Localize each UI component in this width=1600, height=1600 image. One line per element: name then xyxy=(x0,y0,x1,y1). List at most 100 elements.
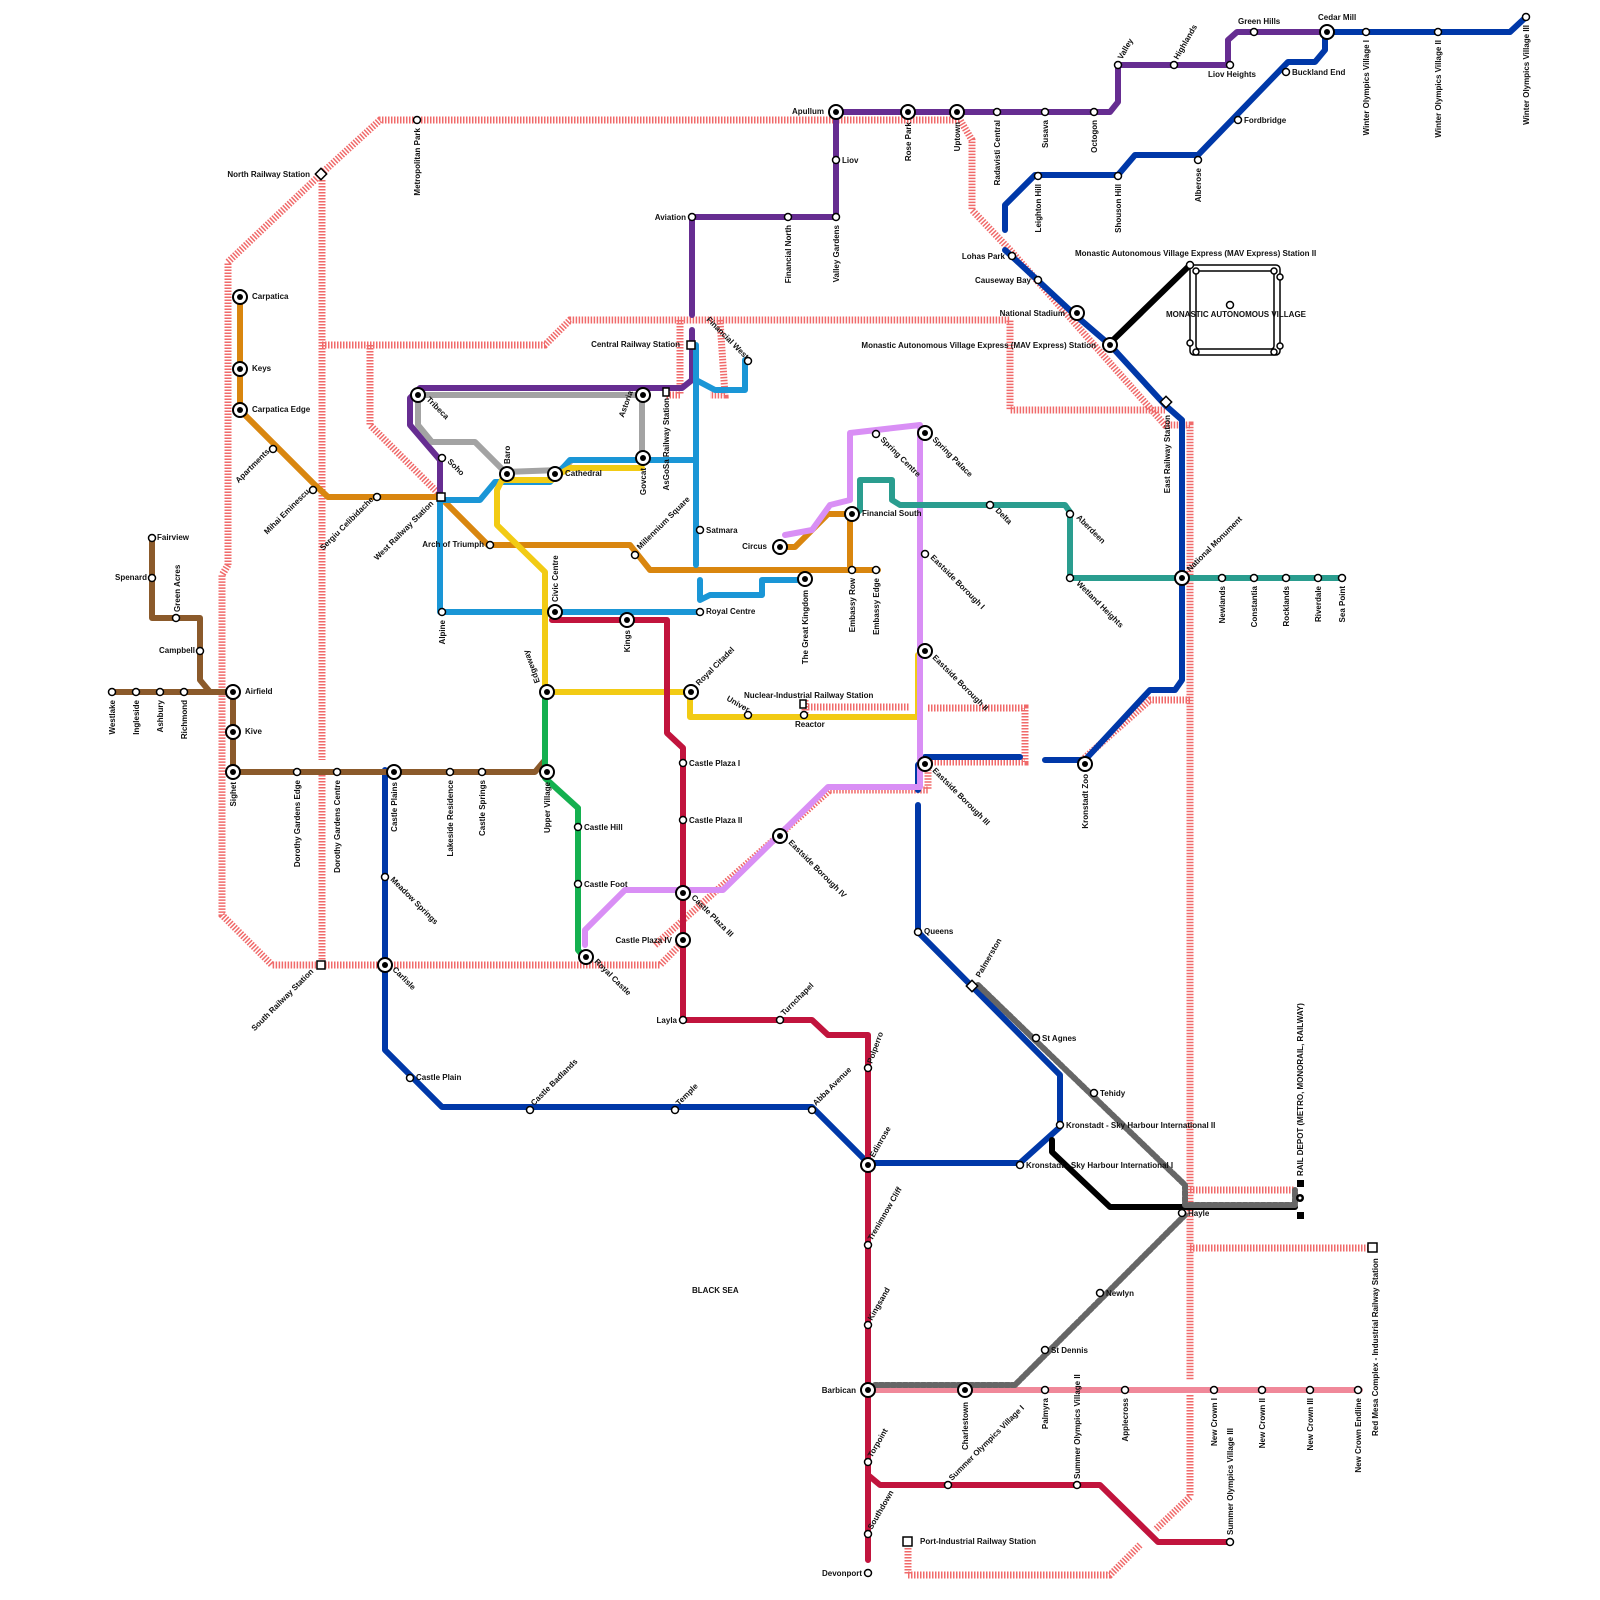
station-castle-foot[interactable] xyxy=(573,879,583,889)
station-millennium-square[interactable] xyxy=(630,550,640,560)
station-buckland-end[interactable] xyxy=(1281,67,1291,77)
station-ingleside[interactable] xyxy=(131,687,141,697)
station-fairview[interactable] xyxy=(147,533,157,543)
station-hayle[interactable] xyxy=(1177,1208,1187,1218)
station-sea-point[interactable] xyxy=(1337,573,1347,583)
station-liov[interactable] xyxy=(831,155,841,165)
station-leighton-hill[interactable] xyxy=(1033,171,1043,181)
station-tehidy[interactable] xyxy=(1089,1088,1099,1098)
station-reactor[interactable] xyxy=(799,710,809,720)
station-green-hills[interactable] xyxy=(1249,27,1259,37)
station-octogon[interactable] xyxy=(1089,107,1099,117)
station-polperro[interactable] xyxy=(863,1063,873,1073)
station-north-railway[interactable] xyxy=(314,167,328,181)
station-satmara[interactable] xyxy=(695,525,705,535)
station-univer[interactable] xyxy=(743,710,753,720)
station-st-agnes[interactable] xyxy=(1031,1033,1041,1043)
station-summer-olympics-village-i[interactable] xyxy=(943,1480,953,1490)
station-soho[interactable] xyxy=(437,453,447,463)
station-financial-west[interactable] xyxy=(743,356,753,366)
station-palmerston[interactable] xyxy=(965,979,979,993)
station-castle-plain[interactable] xyxy=(405,1073,415,1083)
station-wetland-heights[interactable] xyxy=(1065,573,1075,583)
station-layla[interactable] xyxy=(678,1015,688,1025)
station-ashbury[interactable] xyxy=(155,687,165,697)
station-radavisti-central[interactable] xyxy=(992,107,1002,117)
station-central-railway[interactable] xyxy=(686,340,696,350)
station-apartments[interactable] xyxy=(268,444,278,454)
station-nuclear-industrial-railway[interactable] xyxy=(799,699,807,709)
station-valley-gardens[interactable] xyxy=(831,212,841,222)
station-castle-plaza-ii[interactable] xyxy=(678,815,688,825)
station-alpine[interactable] xyxy=(437,607,447,617)
station-spenard[interactable] xyxy=(147,573,157,583)
station-new-crown-endline[interactable] xyxy=(1353,1385,1363,1395)
station-green-acres[interactable] xyxy=(171,613,181,623)
station-embassy-edge[interactable] xyxy=(871,565,881,575)
station-south-railway[interactable] xyxy=(316,960,326,970)
station-financial-north[interactable] xyxy=(783,212,793,222)
station-kingsand[interactable] xyxy=(863,1320,873,1330)
station-highlands[interactable] xyxy=(1169,60,1179,70)
station-kronstadt-sky-harbour-i[interactable] xyxy=(1015,1160,1025,1170)
station-winter-olympics-village-i[interactable] xyxy=(1361,27,1371,37)
station-mav-station-ii[interactable] xyxy=(1185,260,1195,270)
station-causeway-bay[interactable] xyxy=(1033,275,1043,285)
station-st-dennis[interactable] xyxy=(1040,1345,1050,1355)
station-embassy-row[interactable] xyxy=(847,565,857,575)
station-sergiu-celibidache[interactable] xyxy=(372,492,382,502)
station-torpoint[interactable] xyxy=(863,1457,873,1467)
station-lohas-park[interactable] xyxy=(1007,251,1017,261)
station-winter-olympics-village-iii[interactable] xyxy=(1521,12,1531,22)
station-summer-olympics-village-ii[interactable] xyxy=(1072,1480,1082,1490)
station-temple[interactable] xyxy=(670,1105,680,1115)
station-dorothy-gardens-centre[interactable] xyxy=(332,767,342,777)
station-valley[interactable] xyxy=(1113,60,1123,70)
station-new-crown-i[interactable] xyxy=(1209,1385,1219,1395)
station-riverdale[interactable] xyxy=(1313,573,1323,583)
station-abba-avenue[interactable] xyxy=(807,1105,817,1115)
station-fordbridge[interactable] xyxy=(1233,115,1243,125)
station-applecross[interactable] xyxy=(1120,1385,1130,1395)
station-new-crown-iii[interactable] xyxy=(1305,1385,1315,1395)
station-aberdeen[interactable] xyxy=(1065,509,1075,519)
station-alberose[interactable] xyxy=(1193,155,1203,165)
station-constantia[interactable] xyxy=(1249,573,1259,583)
station-castle-hill[interactable] xyxy=(573,822,583,832)
station-castle-springs[interactable] xyxy=(477,767,487,777)
station-port-industrial-railway[interactable] xyxy=(902,1536,913,1547)
station-west-railway[interactable] xyxy=(436,492,446,502)
station-campbell[interactable] xyxy=(195,646,205,656)
station-westlake[interactable] xyxy=(107,687,117,697)
station-rocklands[interactable] xyxy=(1281,573,1291,583)
station-meadow-springs[interactable] xyxy=(380,872,390,882)
station-castle-plaza-i[interactable] xyxy=(678,758,688,768)
station-shouson-hill[interactable] xyxy=(1113,171,1123,181)
station-castle-badlands[interactable] xyxy=(525,1105,535,1115)
station-susava[interactable] xyxy=(1040,107,1050,117)
station-trenimnow-cliff[interactable] xyxy=(863,1240,873,1250)
station-red-mesa-complex[interactable] xyxy=(1367,1242,1378,1253)
station-summer-olympics-village-iii[interactable] xyxy=(1225,1537,1235,1547)
station-lakeside-residence[interactable] xyxy=(445,767,455,777)
station-delta[interactable] xyxy=(985,500,995,510)
station-dorothy-gardens-edge[interactable] xyxy=(292,767,302,777)
station-aviation[interactable] xyxy=(687,212,697,222)
station-palmyra[interactable] xyxy=(1040,1385,1050,1395)
station-mihai-eminescu[interactable] xyxy=(308,485,318,495)
station-asgosa-railway[interactable] xyxy=(662,387,670,397)
station-queens[interactable] xyxy=(913,927,923,937)
station-newlyn[interactable] xyxy=(1095,1288,1105,1298)
station-east-railway[interactable] xyxy=(1159,395,1173,409)
station-winter-olympics-village-ii[interactable] xyxy=(1433,27,1443,37)
station-newlands[interactable] xyxy=(1217,573,1227,583)
station-new-crown-ii[interactable] xyxy=(1257,1385,1267,1395)
station-kronstadt-sky-harbour-ii[interactable] xyxy=(1055,1120,1065,1130)
station-turnchapel[interactable] xyxy=(775,1015,785,1025)
station-richmond[interactable] xyxy=(179,687,189,697)
station-liov-heights[interactable] xyxy=(1225,60,1235,70)
station-arch-of-triumph[interactable] xyxy=(485,540,495,550)
station-spring-centre[interactable] xyxy=(871,429,881,439)
station-royal-centre[interactable] xyxy=(695,607,705,617)
station-devonport[interactable] xyxy=(863,1568,873,1578)
